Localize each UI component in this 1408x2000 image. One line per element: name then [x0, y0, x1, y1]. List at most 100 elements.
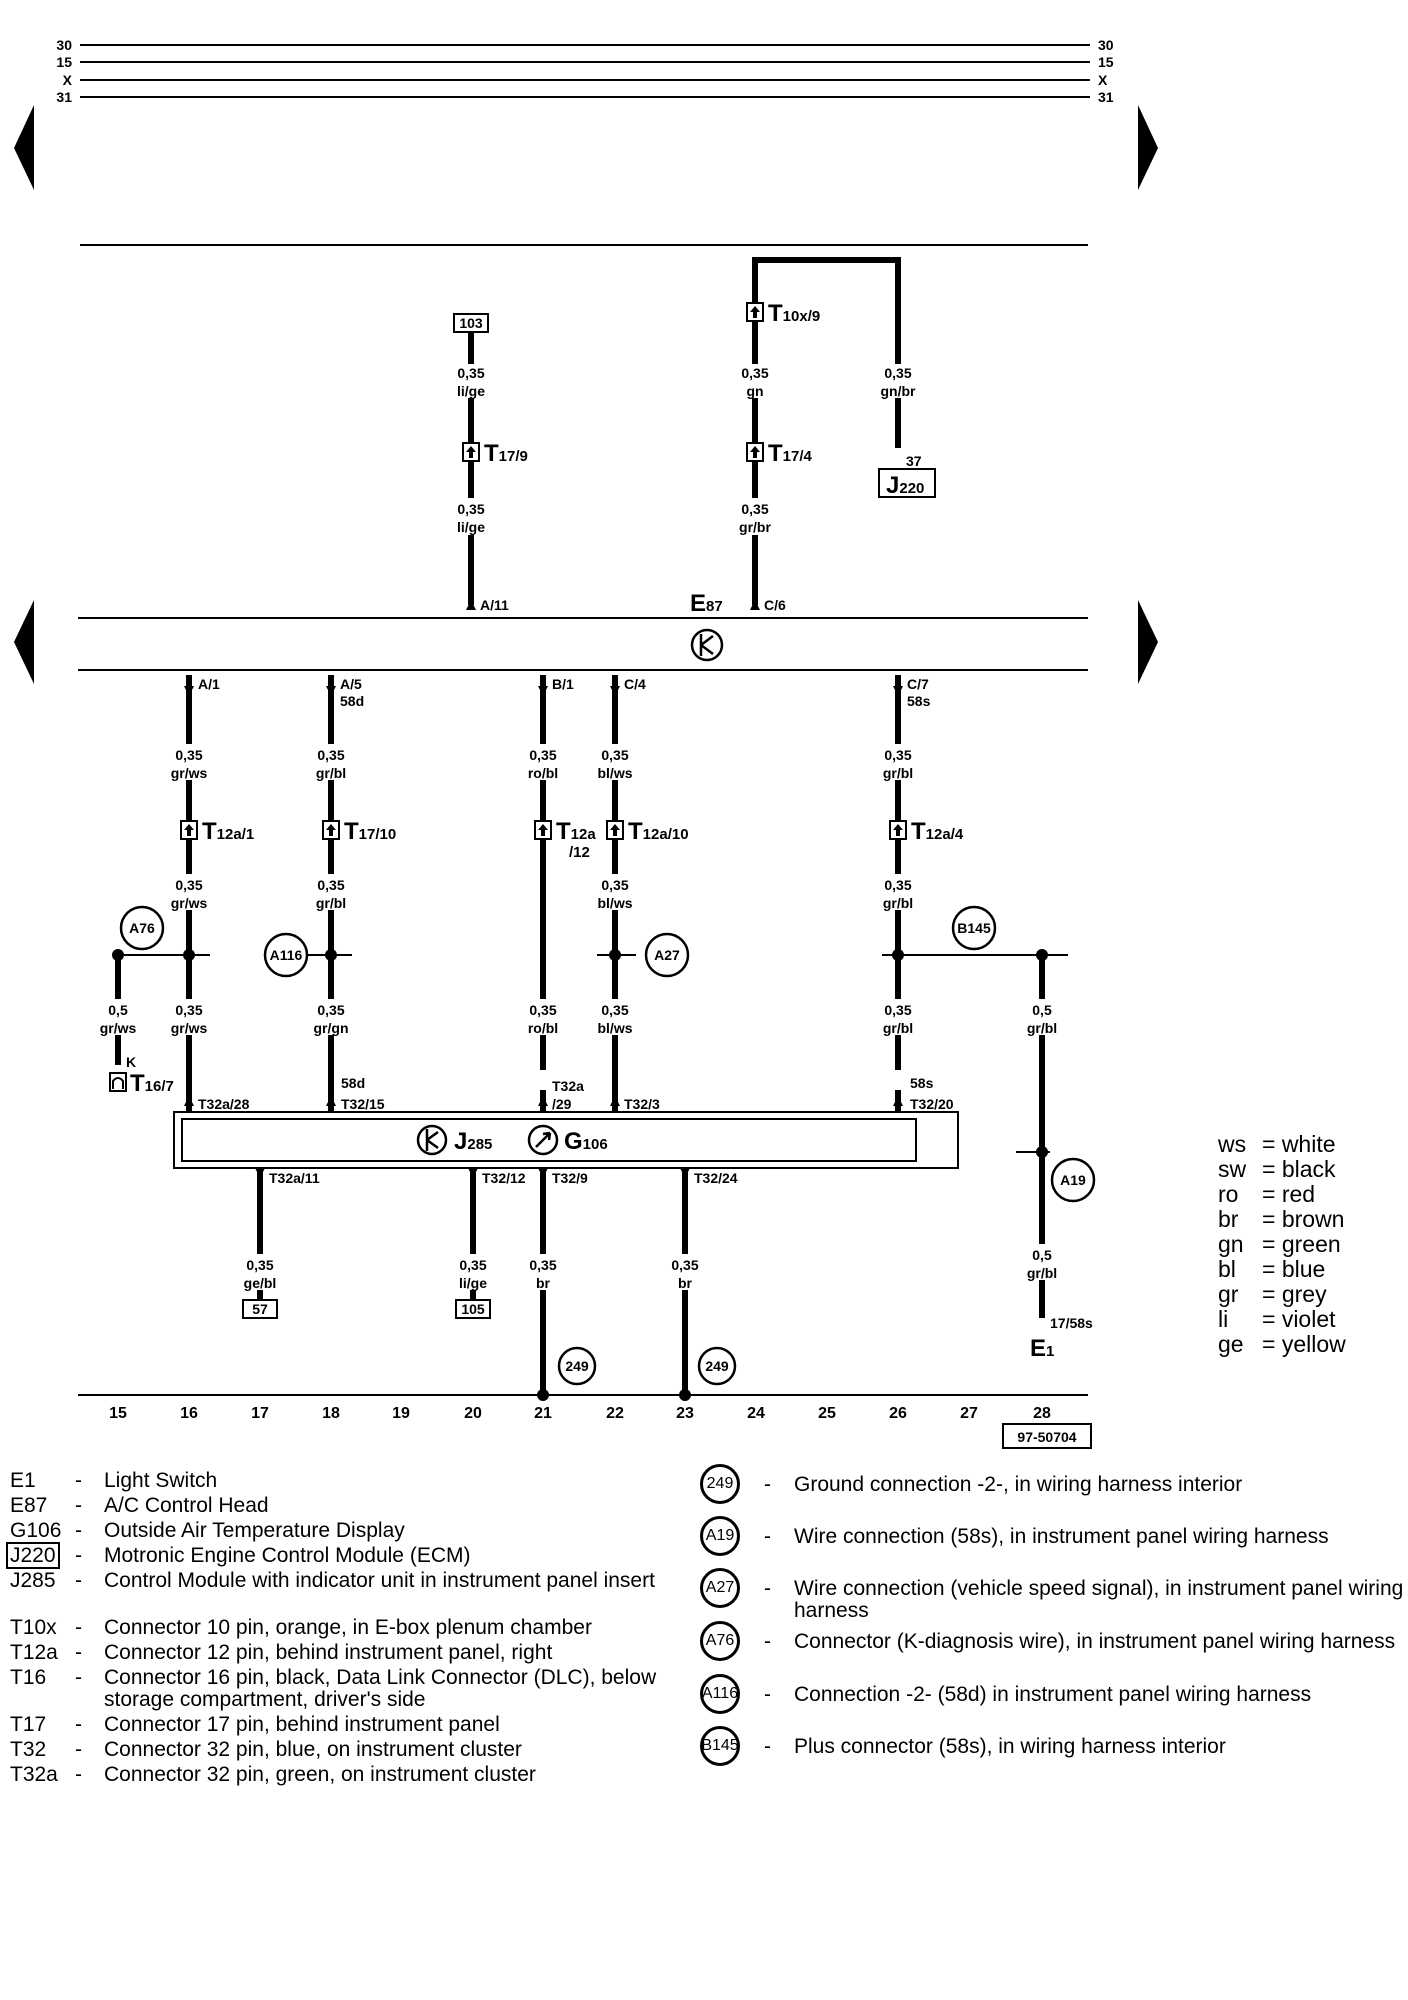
- connector-T10x-9-label: T10x/9: [768, 300, 820, 327]
- ground-junction: [679, 1389, 691, 1401]
- bus-label: 31: [56, 89, 72, 105]
- wire-connection-A76: A76: [119, 905, 165, 951]
- svg-text:0,35: 0,35: [246, 1257, 273, 1273]
- connector-T12a-4: [889, 820, 907, 840]
- connector-T10x-9: [746, 302, 764, 322]
- e87-pin-c6: C/6: [764, 597, 786, 613]
- legend-dash: -: [75, 1713, 82, 1736]
- svg-text:T32a/28: T32a/28: [198, 1096, 250, 1112]
- component-E87-label: E87: [690, 590, 723, 617]
- bus-label: 30: [56, 37, 72, 53]
- j285-bottom-pins: T32a/11 T32/12 T32/9 T32/24: [269, 1170, 738, 1186]
- svg-text:ge/bl: ge/bl: [244, 1275, 277, 1291]
- svg-text:0,5: 0,5: [1032, 1247, 1052, 1263]
- svg-text:C/7: C/7: [907, 676, 929, 692]
- legend-dash: -: [75, 1544, 82, 1567]
- connector-T12a-10-label: T12a/10: [628, 818, 689, 845]
- svg-text:25: 25: [818, 1405, 836, 1422]
- legend-circle: A116: [700, 1674, 740, 1714]
- svg-text:A/1: A/1: [198, 676, 220, 692]
- connector-T12a-12-label: T12a: [556, 818, 596, 845]
- ref-box-57-label: 57: [252, 1301, 268, 1317]
- svg-text:58s: 58s: [910, 1075, 934, 1091]
- color-key-row: br= brown: [1218, 1207, 1346, 1232]
- svg-text:ro/bl: ro/bl: [528, 765, 558, 781]
- legend-desc: Control Module with indicator unit in in…: [104, 1569, 655, 1592]
- connector-T16-7: [109, 1072, 127, 1092]
- pin-arrow: [750, 600, 760, 610]
- svg-text:0,5: 0,5: [1032, 1002, 1052, 1018]
- svg-text:0,5: 0,5: [108, 1002, 128, 1018]
- svg-text:0,35: 0,35: [601, 877, 628, 893]
- svg-text:58d: 58d: [340, 693, 364, 709]
- svg-text:0,35: 0,35: [529, 1257, 556, 1273]
- svg-text:0,35: 0,35: [457, 501, 484, 517]
- j220-pin: 37: [906, 453, 922, 469]
- legend-dash: -: [75, 1569, 82, 1592]
- color-key-row: gn= green: [1218, 1232, 1346, 1257]
- ground-connection-249: 249: [557, 1346, 597, 1386]
- component-J285-label: J285: [454, 1128, 492, 1155]
- legend-desc: Wire connection (58s), in instrument pan…: [794, 1525, 1329, 1548]
- legend-code: J220: [6, 1542, 60, 1569]
- ref-box-57: [242, 1299, 278, 1319]
- svg-text:br: br: [536, 1275, 551, 1291]
- svg-text:gr/bl: gr/bl: [883, 1020, 913, 1036]
- wire-connection-A116: A116: [263, 932, 309, 978]
- legend-desc: Connector 32 pin, blue, on instrument cl…: [104, 1738, 522, 1761]
- legend-dash: -: [75, 1641, 82, 1664]
- svg-text:T32/15: T32/15: [341, 1096, 385, 1112]
- component-G106-label: G106: [564, 1128, 608, 1155]
- component-J220-box: [878, 468, 936, 498]
- svg-text:0,35: 0,35: [671, 1257, 698, 1273]
- svg-text:gr/bl: gr/bl: [316, 765, 346, 781]
- bus-label: 15: [56, 54, 72, 70]
- connector-T17-9-label: T17/9: [484, 440, 528, 467]
- prev-page-arrow[interactable]: [14, 105, 34, 190]
- svg-text:0,35: 0,35: [457, 365, 484, 381]
- color-key-abbr: gn: [1218, 1231, 1244, 1257]
- ref-box-105-label: 105: [461, 1301, 485, 1317]
- legend-code: T17: [10, 1713, 47, 1736]
- svg-text:T32a/11: T32a/11: [269, 1170, 320, 1186]
- legend: E1-Light Switch E87-A/C Control Head G10…: [0, 1464, 1408, 1810]
- svg-text:23: 23: [676, 1405, 694, 1422]
- svg-text:24: 24: [747, 1405, 765, 1422]
- legend-circle: 249: [700, 1464, 740, 1504]
- legend-circle: B145: [700, 1726, 740, 1766]
- svg-text:21: 21: [534, 1405, 552, 1422]
- j285-top-pins: T32a/28 58d T32/15 T32a /29 T32/3 58s T3…: [198, 1075, 954, 1112]
- j285-top-pin-arrows: [184, 1096, 903, 1106]
- color-key-name: = red: [1262, 1181, 1316, 1207]
- connector-T16-7-label: T16/7: [130, 1070, 174, 1097]
- junction-dots: [112, 949, 1048, 1158]
- color-key-row: ro= red: [1218, 1182, 1346, 1207]
- legend-circle: A19: [700, 1516, 740, 1556]
- bus-label: X: [1098, 72, 1108, 88]
- legend-code-boxed: J220: [6, 1542, 60, 1569]
- legend-code: T12a: [10, 1641, 58, 1664]
- color-key-name: = yellow: [1262, 1331, 1346, 1357]
- component-E87: [78, 617, 1088, 671]
- svg-text:0,35: 0,35: [529, 1002, 556, 1018]
- legend-desc: Connector 17 pin, behind instrument pane…: [104, 1713, 500, 1736]
- component-J285: [173, 1111, 959, 1169]
- svg-text:A27: A27: [654, 947, 680, 963]
- svg-text:T32/9: T32/9: [552, 1170, 588, 1186]
- ground-connection-249: 249: [697, 1346, 737, 1386]
- legend-dash: -: [75, 1763, 82, 1786]
- connection-circles: A76 A116 A27 B145 A19 249 249: [119, 905, 1096, 1386]
- svg-text:28: 28: [1033, 1405, 1051, 1422]
- ref-box-105: [455, 1299, 491, 1319]
- svg-text:0,35: 0,35: [529, 747, 556, 763]
- color-key-name: = blue: [1262, 1256, 1326, 1282]
- next-page-arrow[interactable]: [1138, 105, 1158, 190]
- prev-page-arrow[interactable]: [14, 600, 34, 684]
- connector-T12a-4-label: T12a/4: [911, 818, 964, 845]
- color-key-row: li= violet: [1218, 1307, 1346, 1332]
- wire-color-key: ws= white sw= black ro= red br= brown gn…: [1218, 1132, 1346, 1357]
- color-key-abbr: gr: [1218, 1281, 1239, 1307]
- next-page-arrow[interactable]: [1138, 600, 1158, 684]
- e87-bottom-pins: A/1 A/5 58d B/1 C/4 C/7 58s: [198, 676, 931, 709]
- svg-text:A76: A76: [129, 920, 155, 936]
